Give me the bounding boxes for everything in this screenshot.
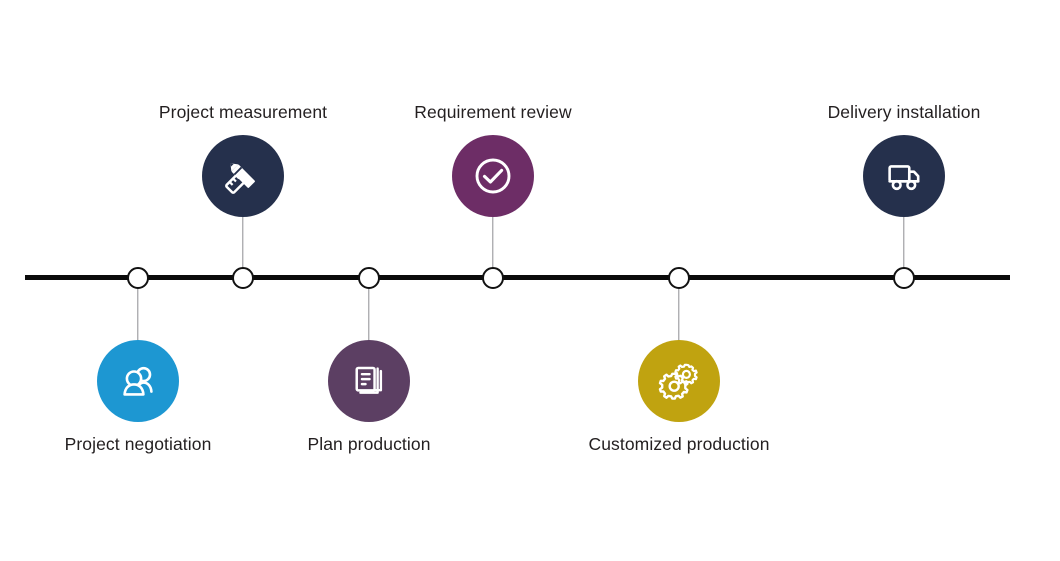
- step-icon-requirement-review[interactable]: [452, 135, 534, 217]
- step-icon-project-negotiation[interactable]: [97, 340, 179, 422]
- stem-requirement-review: [492, 215, 494, 279]
- step-label-customized-production: Customized production: [588, 434, 770, 454]
- step-icon-project-measurement[interactable]: [202, 135, 284, 217]
- stem-plan-production: [368, 280, 370, 343]
- step-label-plan-production: Plan production: [307, 434, 431, 454]
- pencil-ruler-icon: [220, 153, 266, 199]
- step-label-delivery-installation: Delivery installation: [827, 102, 981, 122]
- check-circle-icon: [469, 152, 517, 200]
- truck-icon: [881, 153, 927, 199]
- users-icon: [114, 357, 162, 405]
- stem-project-negotiation: [137, 280, 139, 343]
- stem-delivery-installation: [903, 215, 905, 279]
- axis-marker-requirement-review[interactable]: [482, 267, 504, 289]
- stem-customized-production: [678, 280, 680, 343]
- step-label-requirement-review: Requirement review: [414, 102, 572, 122]
- axis-marker-delivery-installation[interactable]: [893, 267, 915, 289]
- step-icon-delivery-installation[interactable]: [863, 135, 945, 217]
- stem-project-measurement: [242, 215, 244, 279]
- step-label-project-measurement: Project measurement: [158, 102, 328, 122]
- axis-marker-customized-production[interactable]: [668, 267, 690, 289]
- step-label-project-negotiation: Project negotiation: [64, 434, 212, 454]
- axis-marker-plan-production[interactable]: [358, 267, 380, 289]
- axis-marker-project-measurement[interactable]: [232, 267, 254, 289]
- axis-marker-project-negotiation[interactable]: [127, 267, 149, 289]
- gears-icon: [655, 357, 703, 405]
- step-icon-customized-production[interactable]: [638, 340, 720, 422]
- documents-icon: [346, 358, 392, 404]
- timeline-axis: [25, 275, 1010, 280]
- step-icon-plan-production[interactable]: [328, 340, 410, 422]
